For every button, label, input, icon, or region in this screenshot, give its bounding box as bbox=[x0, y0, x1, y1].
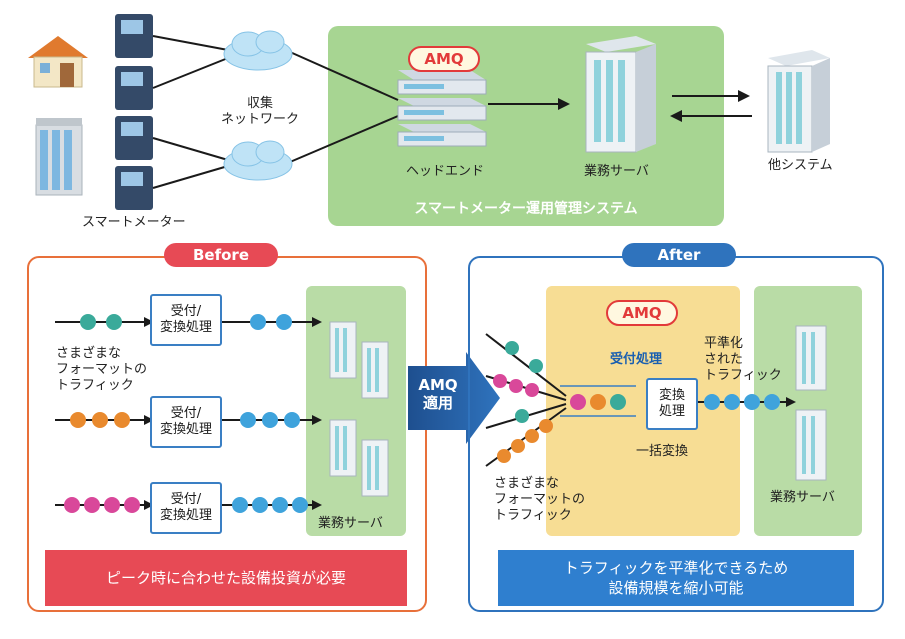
before-tab: Before bbox=[164, 243, 278, 267]
process-line2: 変換処理 bbox=[159, 508, 212, 523]
after-server-icons bbox=[795, 325, 827, 481]
after-orange-envelopes bbox=[497, 419, 553, 463]
amq-apply-arrow bbox=[408, 352, 500, 444]
traffic-line2: フォーマットの bbox=[56, 362, 148, 377]
convert-line2: 処理 bbox=[658, 404, 685, 419]
top-diagram-graphics bbox=[28, 14, 830, 210]
smart-meter-label: スマートメーター bbox=[82, 215, 186, 230]
cloud-icons bbox=[223, 30, 293, 181]
amq-apply-label: AMQ 適用 bbox=[408, 376, 468, 412]
before-banner: ピーク時に合わせた設備投資が必要 bbox=[45, 550, 407, 606]
funnel-lines bbox=[560, 385, 636, 417]
headend-to-server-arrow bbox=[488, 98, 570, 110]
leveled-line2: された bbox=[704, 352, 744, 367]
before-server-icons bbox=[329, 321, 389, 497]
smart-meter-icons bbox=[115, 14, 153, 210]
convert-process-box: 変換 処理 bbox=[646, 378, 698, 430]
collection-network-label: 収集 ネットワーク bbox=[220, 96, 300, 128]
blue-envelopes-row1 bbox=[250, 314, 292, 330]
process-line1: 受付/ bbox=[170, 492, 202, 507]
before-process-box-1: 受付/ 変換処理 bbox=[150, 294, 222, 346]
amq-badge-top: AMQ bbox=[408, 46, 480, 72]
headend-label: ヘッドエンド bbox=[406, 164, 485, 179]
leveled-line1: 平準化 bbox=[704, 336, 744, 351]
reception-label: 受付処理 bbox=[610, 352, 663, 367]
after-banner-line1: トラフィックを平準化できるため bbox=[563, 559, 789, 577]
process-line1: 受付/ bbox=[170, 304, 202, 319]
house-icon bbox=[28, 36, 88, 88]
pink-envelopes-row3 bbox=[64, 497, 140, 513]
other-system-icon bbox=[767, 50, 830, 153]
leveled-blue-envelopes bbox=[704, 394, 780, 410]
after-pink-envelopes bbox=[493, 374, 539, 397]
after-traffic-label: さまざまな フォーマットの トラフィック bbox=[494, 476, 585, 524]
process-line2: 変換処理 bbox=[159, 320, 212, 335]
bidirectional-arrows bbox=[670, 90, 752, 122]
before-traffic-label: さまざまな フォーマットの トラフィック bbox=[56, 346, 147, 394]
collection-network-line1: 収集 bbox=[246, 96, 273, 111]
amq-badge-after: AMQ bbox=[606, 300, 678, 326]
after-traffic-line3: トラフィック bbox=[494, 508, 572, 523]
convert-line1: 変換 bbox=[658, 388, 685, 403]
traffic-line3: トラフィック bbox=[56, 378, 134, 393]
process-line2: 変換処理 bbox=[159, 422, 212, 437]
before-banner-text: ピーク時に合わせた設備投資が必要 bbox=[105, 569, 346, 587]
traffic-line1: さまざまな bbox=[56, 346, 122, 361]
after-banner: トラフィックを平準化できるため 設備規模を縮小可能 bbox=[498, 550, 854, 606]
before-server-label: 業務サーバ bbox=[318, 516, 383, 531]
after-tab: After bbox=[622, 243, 736, 267]
before-process-box-2: 受付/ 変換処理 bbox=[150, 396, 222, 448]
leveled-line3: トラフィック bbox=[704, 368, 782, 383]
after-server-label: 業務サーバ bbox=[770, 490, 835, 505]
network-lines bbox=[152, 35, 399, 189]
leveled-traffic-label: 平準化 された トラフィック bbox=[704, 336, 782, 384]
after-traffic-line1: さまざまな bbox=[494, 476, 560, 491]
building-icon bbox=[35, 118, 83, 196]
after-teal-envelope-single bbox=[515, 409, 529, 423]
blue-envelopes-row2 bbox=[240, 412, 300, 428]
batch-convert-label: 一括変換 bbox=[636, 444, 689, 459]
amq-apply-line1: AMQ bbox=[418, 376, 458, 394]
mixed-envelopes bbox=[570, 394, 626, 410]
collection-network-line2: ネットワーク bbox=[220, 112, 299, 127]
other-system-label: 他システム bbox=[768, 158, 833, 173]
process-line1: 受付/ bbox=[170, 406, 202, 421]
after-teal-envelopes bbox=[505, 341, 543, 373]
system-title: スマートメーター運用管理システム bbox=[414, 201, 638, 217]
headend-icon bbox=[397, 70, 487, 147]
after-banner-line2: 設備規模を縮小可能 bbox=[608, 579, 744, 597]
business-server-label-top: 業務サーバ bbox=[584, 164, 649, 179]
after-traffic-line2: フォーマットの bbox=[494, 492, 586, 507]
business-server-icon bbox=[585, 36, 656, 153]
orange-envelopes-row2 bbox=[70, 412, 130, 428]
system-panel bbox=[328, 26, 724, 226]
after-reception-area bbox=[546, 286, 740, 536]
teal-envelopes-row1 bbox=[80, 314, 122, 330]
before-process-box-3: 受付/ 変換処理 bbox=[150, 482, 222, 534]
blue-envelopes-row3 bbox=[232, 497, 308, 513]
amq-apply-line2: 適用 bbox=[422, 394, 453, 412]
